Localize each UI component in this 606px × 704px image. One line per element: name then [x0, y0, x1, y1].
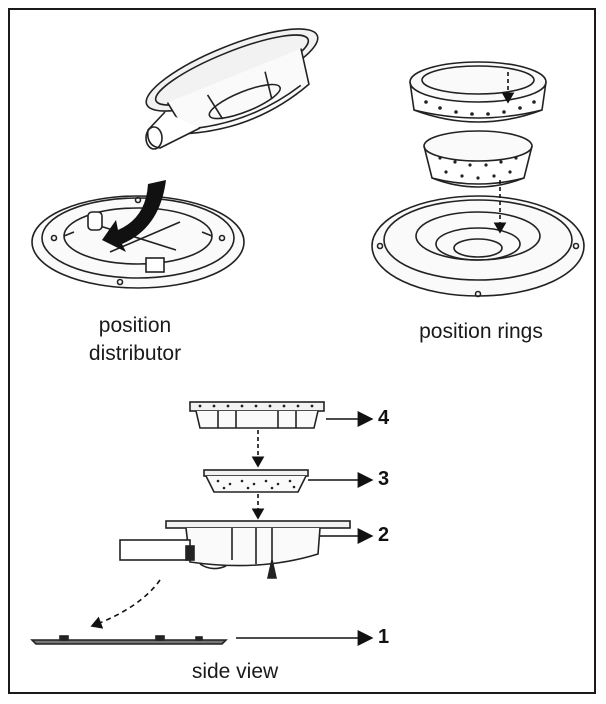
part-3-ring	[203, 469, 309, 493]
part-3-ports	[216, 479, 296, 490]
distributor-plate	[31, 195, 245, 289]
caption-distributor-line1: position	[98, 314, 172, 337]
diagram-frame	[8, 8, 596, 694]
caption-distributor-line2: distributor	[88, 342, 182, 365]
callout-1: 1	[378, 626, 390, 648]
callout-3: 3	[378, 468, 390, 490]
caption-position-rings: position rings	[419, 320, 543, 343]
callout-2: 2	[378, 524, 390, 546]
part-4-ports	[198, 404, 314, 408]
burner-base-plate	[371, 195, 585, 298]
callout-4: 4	[378, 407, 390, 429]
burner-ring-small	[423, 130, 533, 188]
remove-arrow	[90, 579, 161, 629]
burner-ring-large	[409, 61, 547, 123]
caption-position-distributor: position distributor	[60, 312, 210, 368]
insert-arrow	[102, 180, 166, 252]
ring-large-ports	[424, 100, 536, 116]
burner-body-tilted	[145, 28, 319, 150]
part-2-body	[119, 520, 351, 579]
ring-small-ports	[438, 156, 518, 180]
part-1-plate	[30, 635, 228, 645]
caption-side-view: side view	[191, 660, 279, 683]
